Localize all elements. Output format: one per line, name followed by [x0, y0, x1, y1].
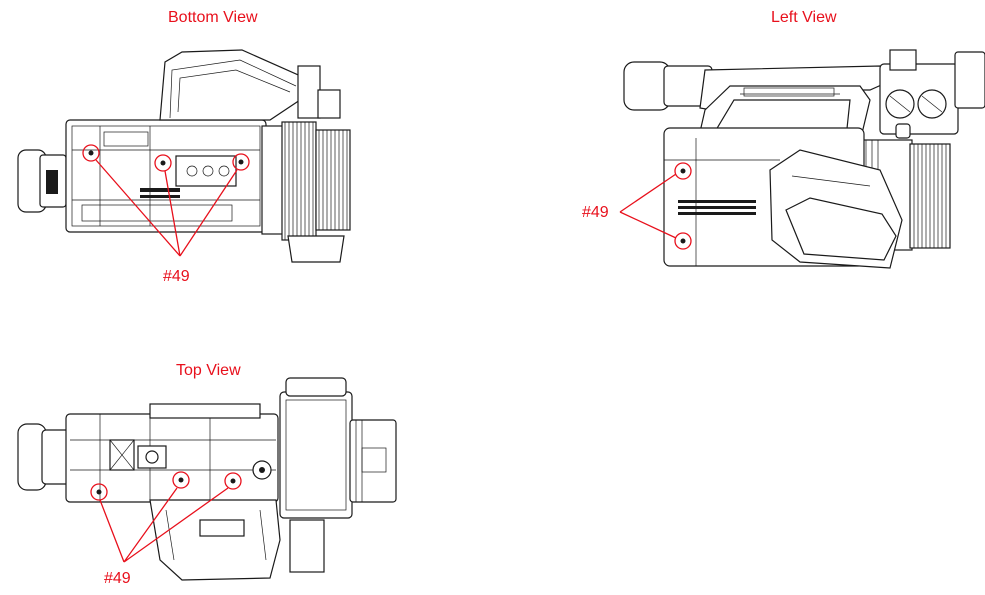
- top-view-screw-markers: [90, 471, 242, 563]
- left-view-camera-drawing: [623, 49, 985, 269]
- bottom-view-screw-markers: [82, 144, 250, 257]
- bottom-view-camera-drawing: [17, 49, 351, 263]
- top-view-callout-label: #49: [104, 570, 131, 587]
- left-view-screw-markers: [619, 162, 692, 250]
- left-view-callout-label: #49: [582, 204, 609, 221]
- bottom-view-title: Bottom View: [168, 9, 258, 26]
- bottom-view-callout-label: #49: [163, 268, 190, 285]
- left-view-title: Left View: [771, 9, 837, 26]
- top-view-camera-drawing: [17, 377, 397, 581]
- top-view-title: Top View: [176, 362, 241, 379]
